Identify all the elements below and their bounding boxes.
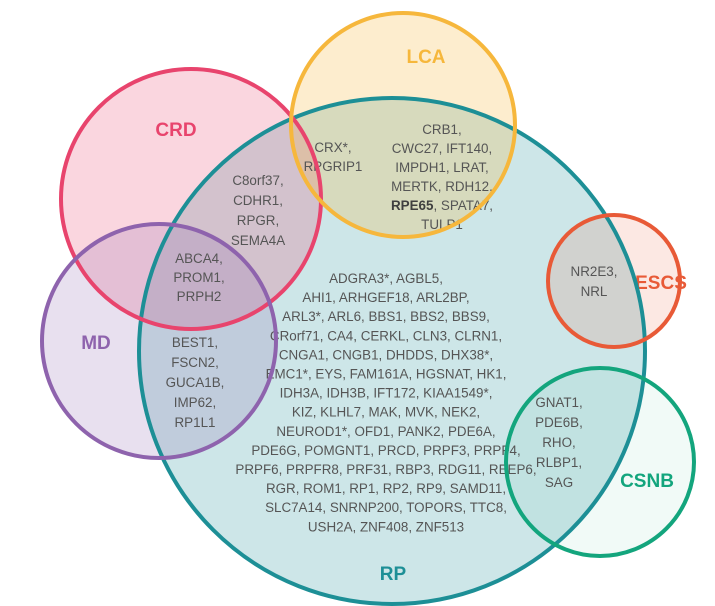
gene-line: FSCN2, (171, 355, 219, 370)
gene-line: ABCA4, (175, 251, 223, 266)
gene-line: PRPH2 (177, 289, 222, 304)
gene-line: CDHR1, (233, 193, 283, 208)
gene-line: EMC1*, EYS, FAM161A, HGSNAT, HK1, (266, 367, 507, 382)
gene-line: IMPDH1, LRAT, (395, 160, 489, 175)
escs-circle (548, 215, 680, 347)
gene-line: RLBP1, (536, 455, 582, 470)
gene-line: CWC27, IFT140, (392, 141, 492, 156)
gene-line: NEUROD1*, OFD1, PANK2, PDE6A, (276, 424, 495, 439)
gene-line: RPGRIP1 (304, 159, 363, 174)
crd-md-rp-genes: ABCA4, PROM1, PRPH2 (173, 251, 224, 304)
escs-label: ESCS (635, 273, 687, 294)
gene-line: IMP62, (174, 395, 216, 410)
gene-line: C8orf37, (232, 173, 283, 188)
gene-line: NRL (581, 284, 608, 299)
crd-label: CRD (155, 120, 196, 141)
gene-line: GNAT1, (535, 395, 582, 410)
gene-line: ARL3*, ARL6, BBS1, BBS2, BBS9, (282, 309, 490, 324)
csnb-label: CSNB (620, 471, 674, 492)
rp-circle (139, 98, 645, 604)
gene-line: RGR, ROM1, RP1, RP2, RP9, SAMD11, (266, 481, 506, 496)
gene-line: NR2E3, (571, 264, 618, 279)
rp-label: RP (380, 564, 407, 585)
crd-rp-genes: C8orf37, CDHR1, RPGR, SEMA4A (231, 173, 285, 248)
lca-circle-outline (289, 11, 517, 239)
md-circle (42, 224, 276, 458)
csnb-circle (506, 368, 694, 556)
gene-line: RPE65, SPATA7, (391, 198, 493, 213)
gene-line: IDH3A, IDH3B, IFT172, KIAA1549*, (280, 386, 493, 401)
highlighted-gene: RPE65 (391, 198, 434, 213)
md-circle-outline (40, 222, 278, 460)
escs-rp-genes: NR2E3, NRL (571, 264, 618, 299)
gene-line: CRorf71, CA4, CERKL, CLN3, CLRN1, (270, 328, 502, 343)
rp-circle-outline (137, 96, 647, 606)
gene-line: CRB1, (422, 122, 461, 137)
gene-line: AHI1, ARHGEF18, ARL2BP, (302, 290, 469, 305)
gene-line: PRPF6, PRPFR8, PRF31, RBP3, RDG11, REEP6… (235, 462, 536, 477)
gene-line: RPGR, (237, 213, 279, 228)
gene-line: SAG (545, 475, 573, 490)
gene-line: PROM1, (173, 270, 224, 285)
gene-line: BEST1, (172, 335, 218, 350)
gene-line: CRX*, (314, 140, 351, 155)
gene-line: SLC7A14, SNRNP200, TOPORS, TTC8, (265, 500, 507, 515)
lca-label: LCA (406, 47, 445, 68)
csnb-circle-outline (504, 366, 696, 558)
gene-line: TULP1 (421, 217, 463, 232)
lca-rp-genes: CRB1, CWC27, IFT140, IMPDH1, LRAT, MERTK, R… (391, 122, 493, 232)
gene-line: RHO, (542, 435, 575, 450)
gene-line: PDE6G, POMGNT1, PRCD, PRPF3, PRPF4, (251, 443, 520, 458)
md-rp-genes: BEST1, FSCN2, GUCA1B, IMP62, RP1L1 (166, 335, 225, 430)
gene-line: CNGA1, CNGB1, DHDDS, DHX38*, (279, 347, 493, 362)
gene-line: SEMA4A (231, 233, 285, 248)
gene-line: RP1L1 (175, 415, 216, 430)
gene-line: GUCA1B, (166, 375, 225, 390)
gene-line: ADGRA3*, AGBL5, (329, 271, 443, 286)
gene-line: MERTK, RDH12, (391, 179, 493, 194)
escs-circle-outline (546, 213, 682, 349)
lca-circle (291, 13, 515, 237)
csnb-rp-genes: GNAT1, PDE6B, RHO, RLBP1, SAG (535, 395, 583, 490)
gene-line: KIZ, KLHL7, MAK, MVK, NEK2, (292, 405, 480, 420)
gene-line: USH2A, ZNF408, ZNF513 (308, 519, 464, 534)
md-label: MD (81, 333, 111, 354)
gene-line: PDE6B, (535, 415, 583, 430)
rp-only-genes: ADGRA3*, AGBL5, AHI1, ARHGEF18, ARL2BP, AR… (235, 271, 536, 534)
